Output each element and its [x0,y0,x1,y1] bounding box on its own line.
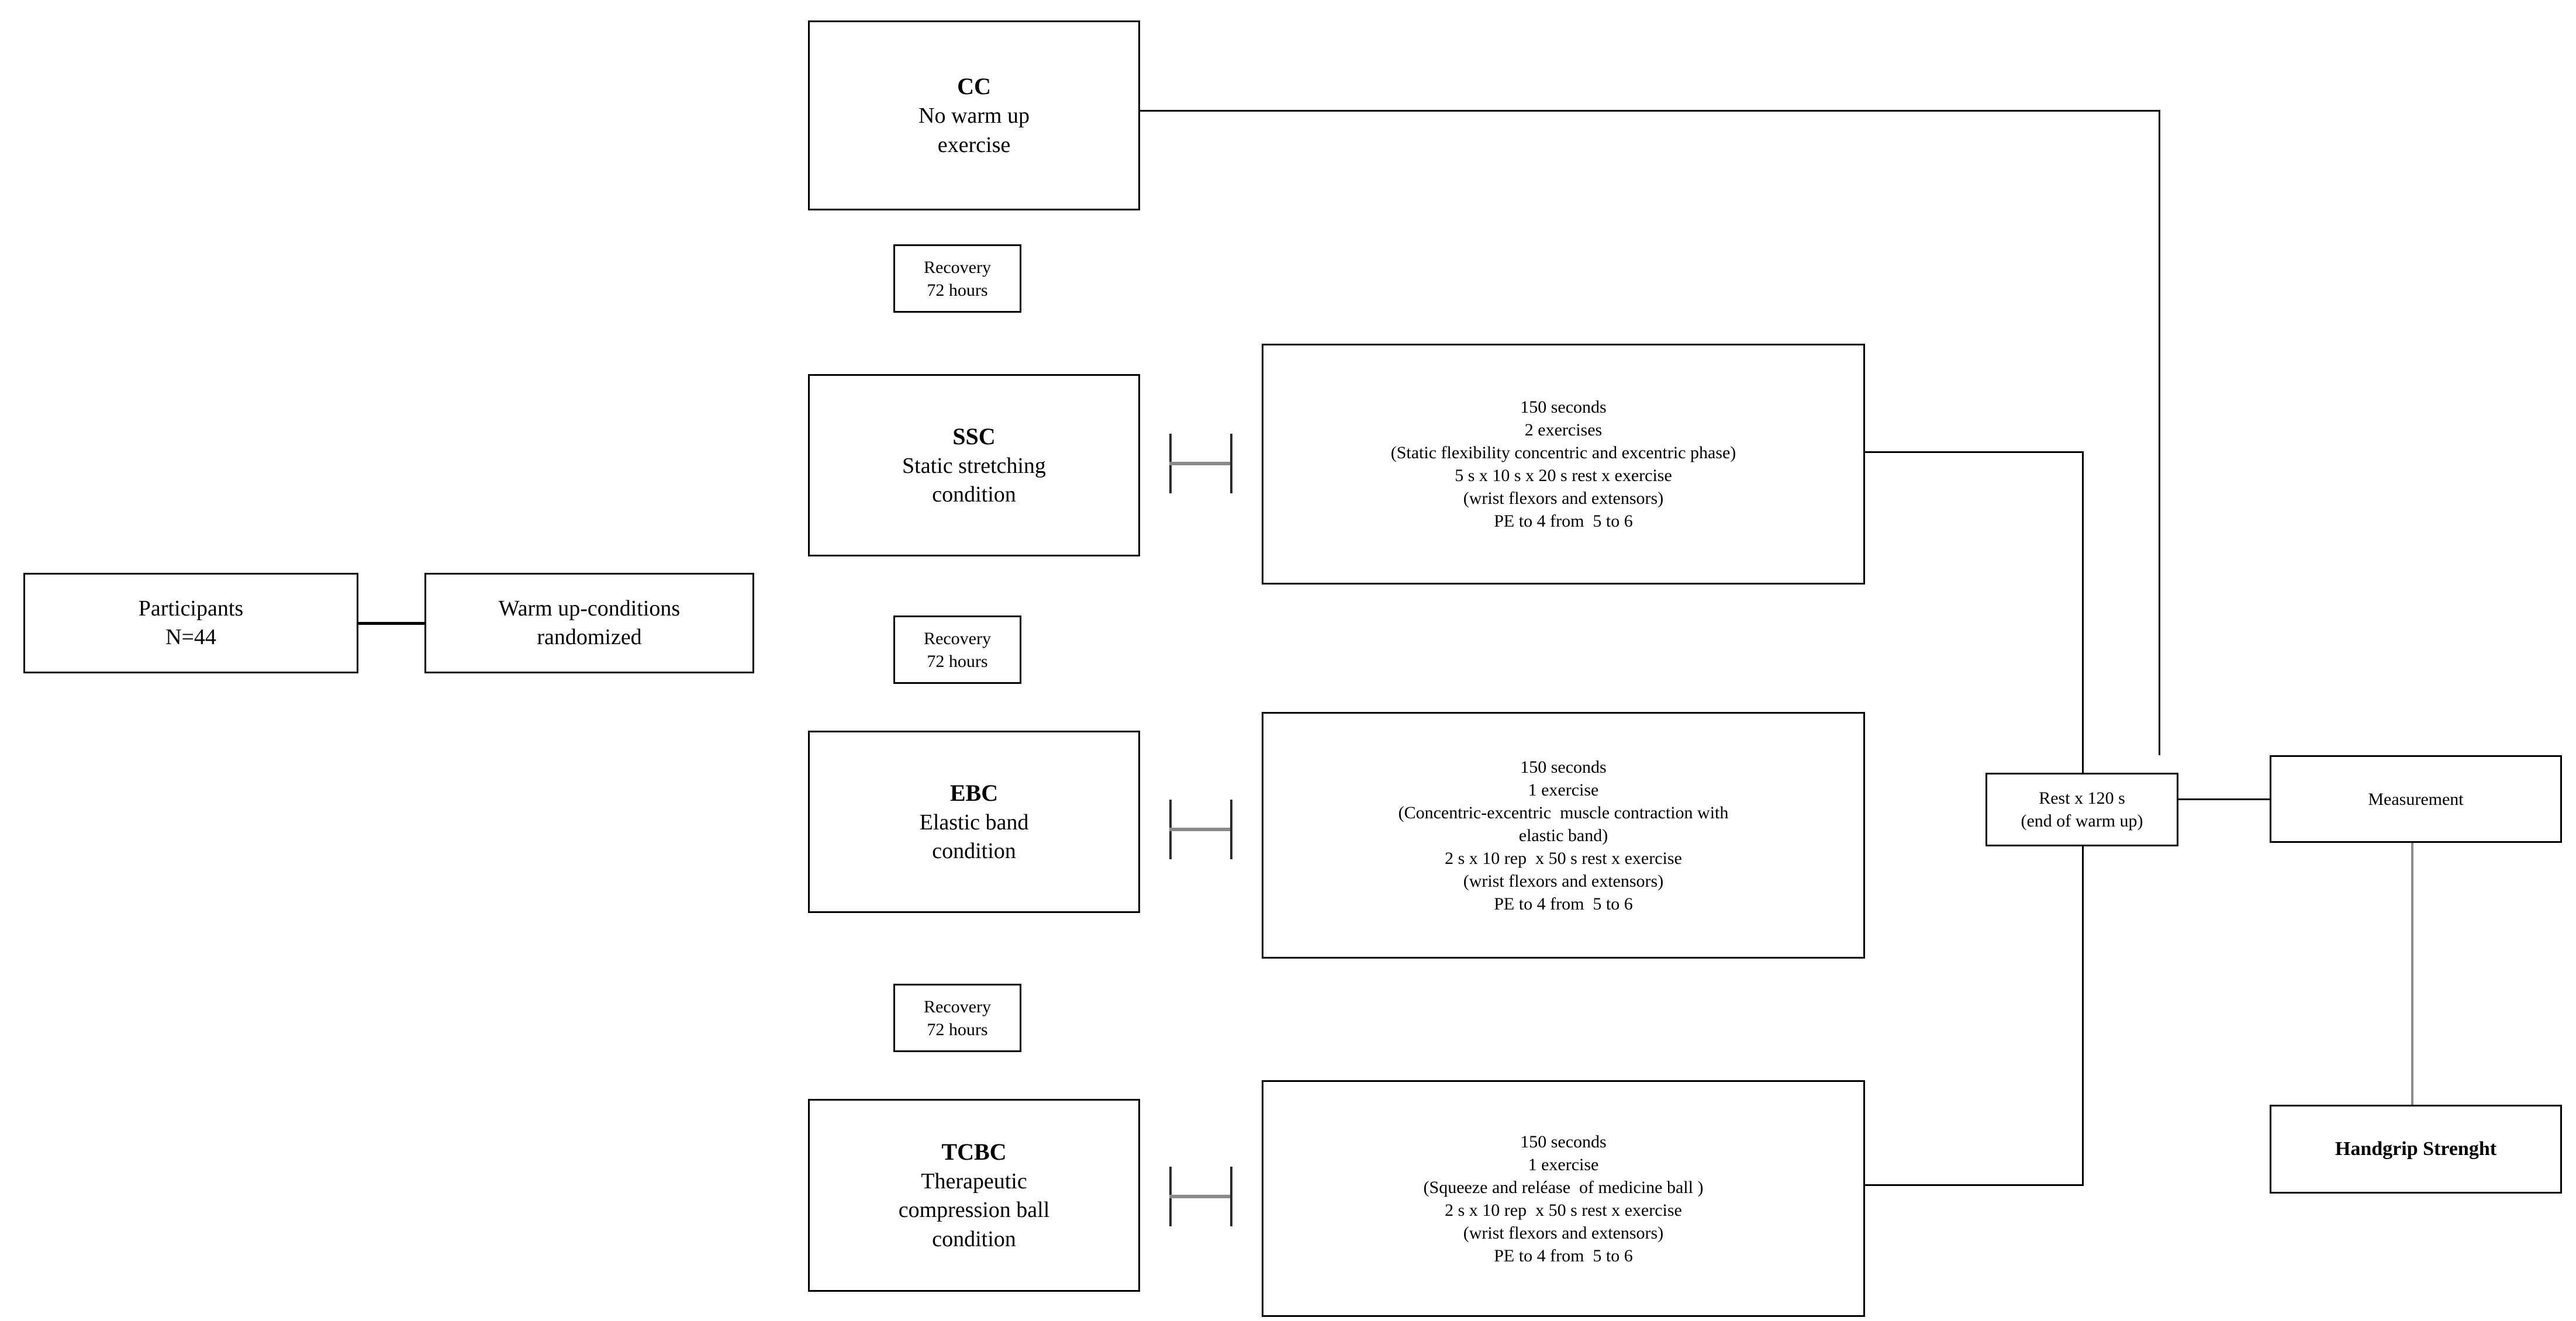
node-recovery-3[interactable]: Recovery 72 hours [893,984,1021,1052]
tcbc-detail-line6: PE to 4 from 5 to 6 [1494,1246,1633,1265]
connector-cap-right [1230,800,1232,859]
connector-cc-to-measurement-horizontal [1138,110,2160,112]
ebc-detail-line1: 150 seconds [1520,757,1607,777]
ssc-line1: Static stretching [902,453,1046,478]
ebc-line1: Elastic band [919,810,1029,835]
node-condition-ebc[interactable]: EBC Elastic band condition [808,731,1140,913]
connector-cap-right [1230,1167,1232,1226]
ebc-code: EBC [949,779,999,806]
measurement-label: Measurement [2368,789,2464,809]
recovery-3-line1: Recovery [924,997,991,1016]
ebc-detail-line2: 1 exercise [1528,780,1599,800]
connector-cap-right [1230,434,1232,493]
node-condition-cc[interactable]: CC No warm up exercise [808,20,1140,210]
connector-participants-to-randomization [357,622,426,625]
tcbc-detail-line3: (Squeeze and reléase of medicine ball ) [1423,1177,1704,1197]
ssc-detail-line2: 2 exercises [1524,420,1603,440]
node-participants[interactable]: Participants N=44 [23,573,358,673]
recovery-1-line1: Recovery [924,257,991,277]
tcbc-line2: compression ball [898,1198,1050,1223]
connector-bar [1169,462,1232,465]
randomization-line1: Warm up-conditions [498,596,681,621]
ebc-detail-line3: (Concentric-excentric muscle contraction… [1398,803,1729,822]
tcbc-detail-line1: 150 seconds [1520,1132,1607,1151]
ssc-line2: condition [932,482,1016,507]
connector-measurement-to-outcome [2411,842,2413,1106]
node-ebc-detail[interactable]: 150 seconds 1 exercise (Concentric-excen… [1262,712,1865,959]
connector-rest-to-measurement [2178,798,2271,800]
participants-line2: N=44 [165,625,216,649]
node-recovery-2[interactable]: Recovery 72 hours [893,615,1021,684]
ebc-detail-line4: elastic band) [1518,825,1608,845]
recovery-2-line1: Recovery [924,628,991,648]
node-rest[interactable]: Rest x 120 s (end of warm up) [1985,773,2178,846]
connector-ssc-to-detail [1169,434,1232,493]
connector-tcbc-detail-to-rest-horizontal [1863,1184,2084,1186]
cc-line1: No warm up [918,103,1030,129]
ebc-line2: condition [932,839,1016,863]
connector-tcbc-detail-to-rest-vertical [2082,846,2084,1186]
ebc-detail-line6: (wrist flexors and extensors) [1463,871,1664,891]
node-condition-ssc[interactable]: SSC Static stretching condition [808,374,1140,556]
connector-bar [1169,1195,1232,1198]
connector-ebc-to-detail [1169,800,1232,859]
participants-line1: Participants [138,596,244,621]
ebc-detail-line7: PE to 4 from 5 to 6 [1494,894,1633,914]
connector-ssc-detail-to-rest-horizontal [1863,451,2084,453]
connector-ssc-detail-to-rest-vertical [2082,451,2084,774]
node-condition-tcbc[interactable]: TCBC Therapeutic compression ball condit… [808,1099,1140,1292]
cc-code: CC [957,73,991,100]
tcbc-detail-line5: (wrist flexors and extensors) [1463,1223,1664,1243]
node-outcome-handgrip[interactable]: Handgrip Strenght [2270,1105,2562,1194]
ebc-detail-line5: 2 s x 10 rep x 50 s rest x exercise [1445,848,1682,868]
rest-line1: Rest x 120 s [2039,789,2125,808]
ssc-detail-line1: 150 seconds [1520,397,1607,417]
tcbc-line3: condition [932,1226,1016,1251]
tcbc-line1: Therapeutic [921,1168,1027,1194]
ssc-detail-line3: (Static flexibility concentric and excen… [1390,443,1736,462]
connector-tcbc-to-detail [1169,1167,1232,1226]
randomization-line2: randomized [537,625,642,649]
tcbc-detail-line4: 2 s x 10 rep x 50 s rest x exercise [1445,1200,1682,1220]
ssc-detail-line6: PE to 4 from 5 to 6 [1494,511,1633,531]
outcome-label: Handgrip Strenght [2335,1137,2497,1160]
node-randomization[interactable]: Warm up-conditions randomized [424,573,754,673]
node-recovery-1[interactable]: Recovery 72 hours [893,244,1021,313]
ssc-detail-line4: 5 s x 10 s x 20 s rest x exercise [1455,466,1672,485]
cc-line2: exercise [937,132,1011,157]
connector-cc-to-measurement-vertical [2159,110,2160,755]
tcbc-detail-line2: 1 exercise [1528,1154,1599,1174]
node-tcbc-detail[interactable]: 150 seconds 1 exercise (Squeeze and relé… [1262,1080,1865,1317]
connector-bar [1169,828,1232,831]
recovery-2-line2: 72 hours [927,651,988,671]
ssc-detail-line5: (wrist flexors and extensors) [1463,489,1664,508]
tcbc-code: TCBC [941,1138,1007,1165]
ssc-code: SSC [952,423,996,449]
recovery-3-line2: 72 hours [927,1019,988,1039]
rest-line2: (end of warm up) [2021,811,2143,831]
recovery-1-line2: 72 hours [927,280,988,300]
node-measurement[interactable]: Measurement [2270,755,2562,843]
node-ssc-detail[interactable]: 150 seconds 2 exercises (Static flexibil… [1262,344,1865,585]
